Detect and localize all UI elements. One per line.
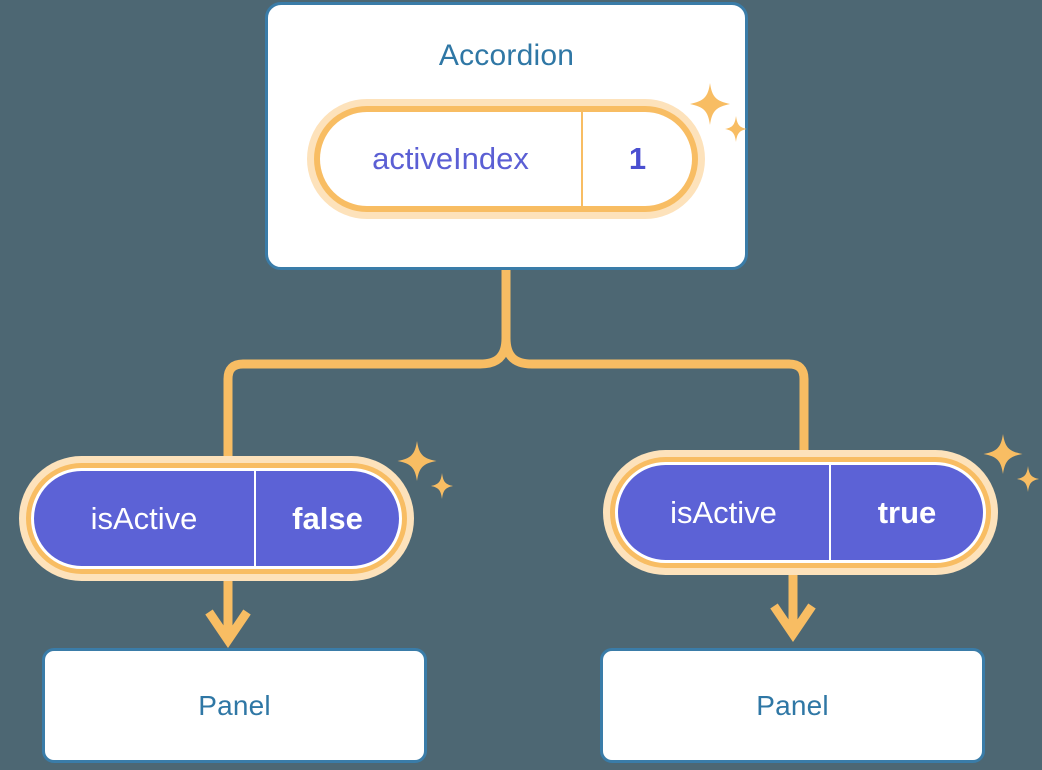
panel-component-card-left[interactable]: Panel xyxy=(42,648,427,763)
state-pill-is-active-true[interactable]: isActive true xyxy=(603,450,998,575)
state-pill-inner: isActive false xyxy=(31,468,402,569)
arrowhead-left-icon xyxy=(205,609,251,649)
sparkle-large-icon xyxy=(397,441,437,481)
panel-component-card-right[interactable]: Panel xyxy=(600,648,985,763)
state-value-label: 1 xyxy=(628,141,647,176)
state-pill-ring: isActive false xyxy=(26,463,407,574)
state-value-label: true xyxy=(877,494,937,530)
state-value-label: false xyxy=(292,500,363,536)
state-pill-ring: isActive true xyxy=(610,457,991,568)
connector-branch-right xyxy=(501,333,809,461)
panel-title: Panel xyxy=(756,689,829,721)
state-pill-ring: activeIndex 1 xyxy=(314,106,698,212)
state-key-label: isActive xyxy=(34,471,256,566)
arrowhead-right-icon xyxy=(770,603,816,643)
state-pill-is-active-false[interactable]: isActive false xyxy=(19,456,414,581)
state-pill-inner: activeIndex 1 xyxy=(320,112,692,206)
sparkle-large-icon xyxy=(983,434,1023,474)
sparkle-small-icon xyxy=(1017,466,1039,492)
accordion-title: Accordion xyxy=(438,39,575,72)
sparkle-small-icon xyxy=(431,473,453,499)
state-pill-inner: isActive true xyxy=(615,462,986,563)
state-pill-active-index[interactable]: activeIndex 1 xyxy=(307,99,705,219)
state-key-label: activeIndex xyxy=(320,112,583,206)
connector-branch-left xyxy=(223,333,511,467)
state-key-label: isActive xyxy=(618,465,831,560)
panel-title: Panel xyxy=(198,689,271,721)
